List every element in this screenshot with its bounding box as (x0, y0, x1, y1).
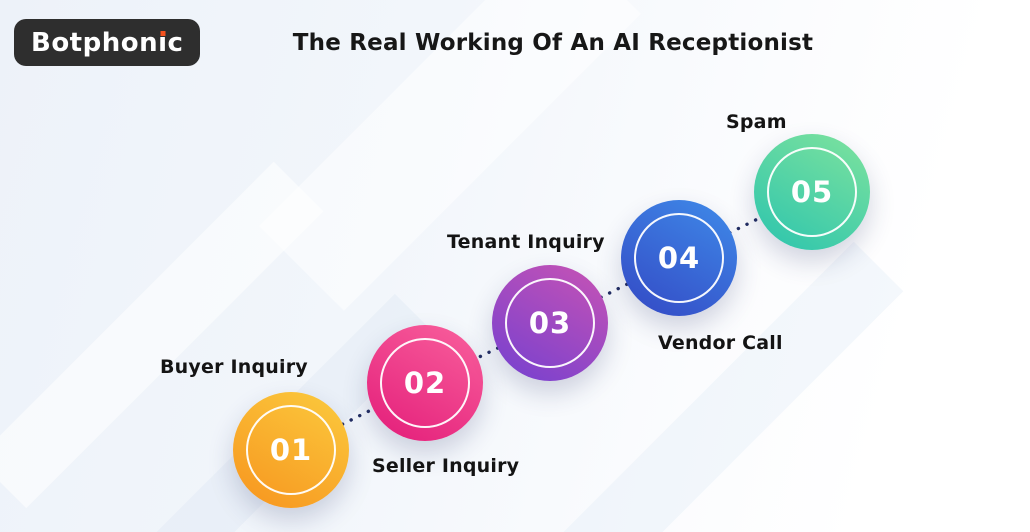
step-number: 03 (528, 306, 572, 340)
label-tenant-inquiry: Tenant Inquiry (447, 231, 605, 253)
logo-text-before-i: Botphon (31, 27, 159, 58)
label-buyer-inquiry: Buyer Inquiry (160, 356, 308, 378)
step-circle-04: 04 (621, 200, 737, 316)
logo-i-dot (160, 30, 166, 36)
step-number: 01 (269, 433, 313, 467)
step-circle-05: 05 (754, 134, 870, 250)
step-number: 04 (657, 241, 701, 275)
step-circle-01: 01 (233, 392, 349, 508)
step-circle-03: 03 (492, 265, 608, 381)
step-number: 05 (790, 175, 834, 209)
page-title: The Real Working Of An AI Receptionist (292, 30, 814, 56)
logo-letter-i: ı (158, 27, 168, 58)
step-circle-02: 02 (367, 325, 483, 441)
label-spam: Spam (726, 111, 787, 133)
label-seller-inquiry: Seller Inquiry (372, 455, 520, 477)
logo-text-after-i: c (167, 27, 184, 58)
step-number: 02 (403, 366, 447, 400)
label-vendor-call: Vendor Call (658, 332, 783, 354)
